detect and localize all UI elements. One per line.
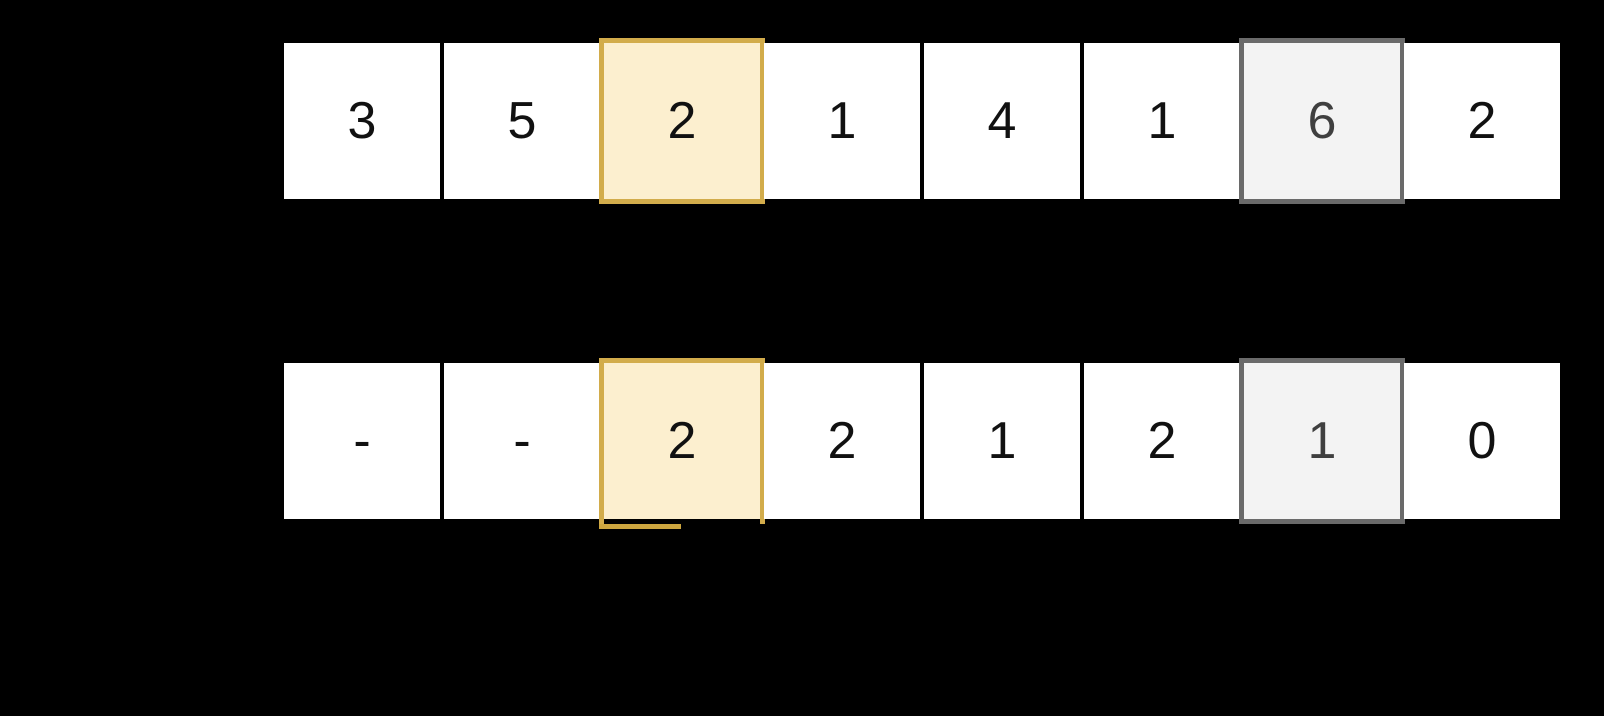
- bottom-array-cell-0: -: [284, 363, 440, 519]
- top-array-cell-4: 4: [924, 43, 1080, 199]
- bottom-array-cell-4: 1: [924, 363, 1080, 519]
- top-array-row: 3 5 2 1 4 1 6 2: [284, 38, 1560, 204]
- top-array-cell-2-yellow-highlight: 2: [599, 38, 765, 204]
- top-array-cell-6-gray-highlight: 6: [1239, 38, 1405, 204]
- bottom-array-cell-3: 2: [764, 363, 920, 519]
- bottom-array-cell-6-gray-highlight: 1: [1239, 358, 1405, 524]
- bottom-array-row: - - 2 2 1 2 1 0: [284, 358, 1560, 529]
- top-array-cell-3: 1: [764, 43, 920, 199]
- bottom-array-cell-7: 0: [1404, 363, 1560, 519]
- top-array-cell-5: 1: [1084, 43, 1240, 199]
- bottom-array-cell-1: -: [444, 363, 600, 519]
- bottom-array-cell-5: 2: [1084, 363, 1240, 519]
- top-array-cell-1: 5: [444, 43, 600, 199]
- bottom-array-cell-2-yellow-highlight: 2: [599, 358, 765, 529]
- top-array-cell-0: 3: [284, 43, 440, 199]
- top-array-cell-7: 2: [1404, 43, 1560, 199]
